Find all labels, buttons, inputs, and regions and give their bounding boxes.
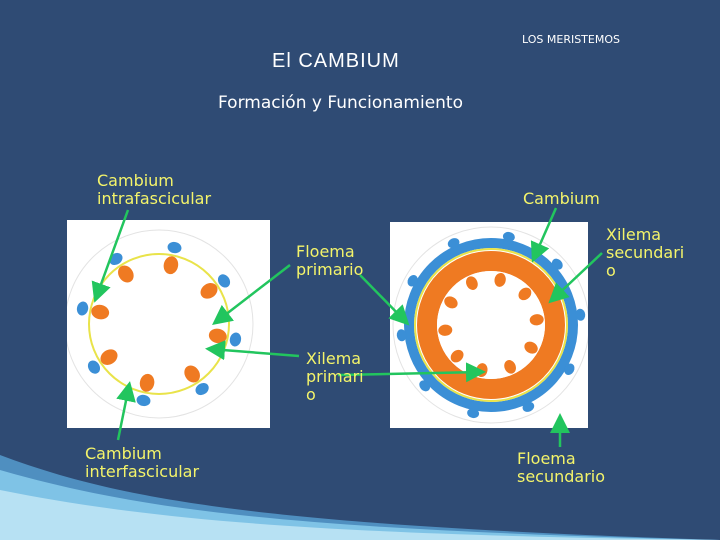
arrow-xilema-primario-2 xyxy=(337,362,486,383)
arrow-floema-primario-2 xyxy=(359,274,410,326)
phloem-bundle xyxy=(522,401,535,412)
phloem-bundle xyxy=(76,301,89,316)
phloem-bundle xyxy=(136,394,151,407)
xylem-bundle xyxy=(524,341,538,354)
arrow-xilema-secundario xyxy=(548,252,603,304)
xylem-bundle xyxy=(444,296,458,309)
xylem-bundle xyxy=(91,304,110,320)
arrow-floema-primario xyxy=(212,264,291,326)
xylem-bundle xyxy=(438,324,453,336)
arrow-xilema-primario xyxy=(205,340,300,361)
phloem-bundle xyxy=(217,274,231,288)
label-cambium-intrafascicular: Cambium intrafascicular xyxy=(97,171,212,208)
xylem-bundle xyxy=(494,272,506,287)
phloem-bundle xyxy=(575,308,586,321)
phloem-bundle xyxy=(407,275,418,287)
xylem-bundle xyxy=(139,373,155,392)
slide-subtitle: Formación y Funcionamiento xyxy=(218,93,463,113)
label-floema-primario: Floema primario xyxy=(296,242,364,279)
xylem-bundle xyxy=(504,360,516,374)
label-floema-secundario: Floema secundario xyxy=(517,449,606,486)
phloem-bundle xyxy=(447,238,460,249)
label-xilema-primario: Xilema primari o xyxy=(306,349,364,404)
section-label: LOS MERISTEMOS xyxy=(522,33,620,46)
phloem-bundle xyxy=(419,380,431,392)
slide-title: El CAMBIUM xyxy=(272,50,400,72)
arrow-intrafascicular xyxy=(91,209,130,303)
phloem-bundle xyxy=(551,258,563,270)
label-cambium-interfascicular: Cambium interfascicular xyxy=(85,444,200,481)
phloem-bundle xyxy=(564,363,575,375)
phloem-bundle xyxy=(87,360,101,374)
xylem-bundle xyxy=(518,287,532,301)
xylem-bundle xyxy=(450,349,464,363)
phloem-bundle xyxy=(167,241,182,254)
xylem-bundle xyxy=(184,365,200,383)
label-cambium: Cambium xyxy=(523,189,600,208)
secondary-structure-diagram xyxy=(390,222,588,428)
phloem-bundle xyxy=(396,329,407,342)
phloem-bundle xyxy=(195,382,209,396)
arrow-cambium xyxy=(530,207,558,263)
arrow-interfascicular xyxy=(116,381,136,441)
xylem-bundle xyxy=(208,328,227,344)
xylem-bundle xyxy=(466,276,478,290)
label-xilema-secundario: Xilema secundari o xyxy=(606,225,685,280)
phloem-bundle xyxy=(502,231,515,242)
xylem-bundle xyxy=(163,256,179,275)
phloem-bundle xyxy=(229,332,242,347)
phloem-bundle xyxy=(467,408,480,419)
xylem-bundle xyxy=(118,265,134,283)
xylem-bundle xyxy=(200,283,218,299)
primary-structure-diagram xyxy=(67,220,270,428)
xylem-bundle xyxy=(100,349,118,365)
xylem-bundle xyxy=(529,314,544,326)
